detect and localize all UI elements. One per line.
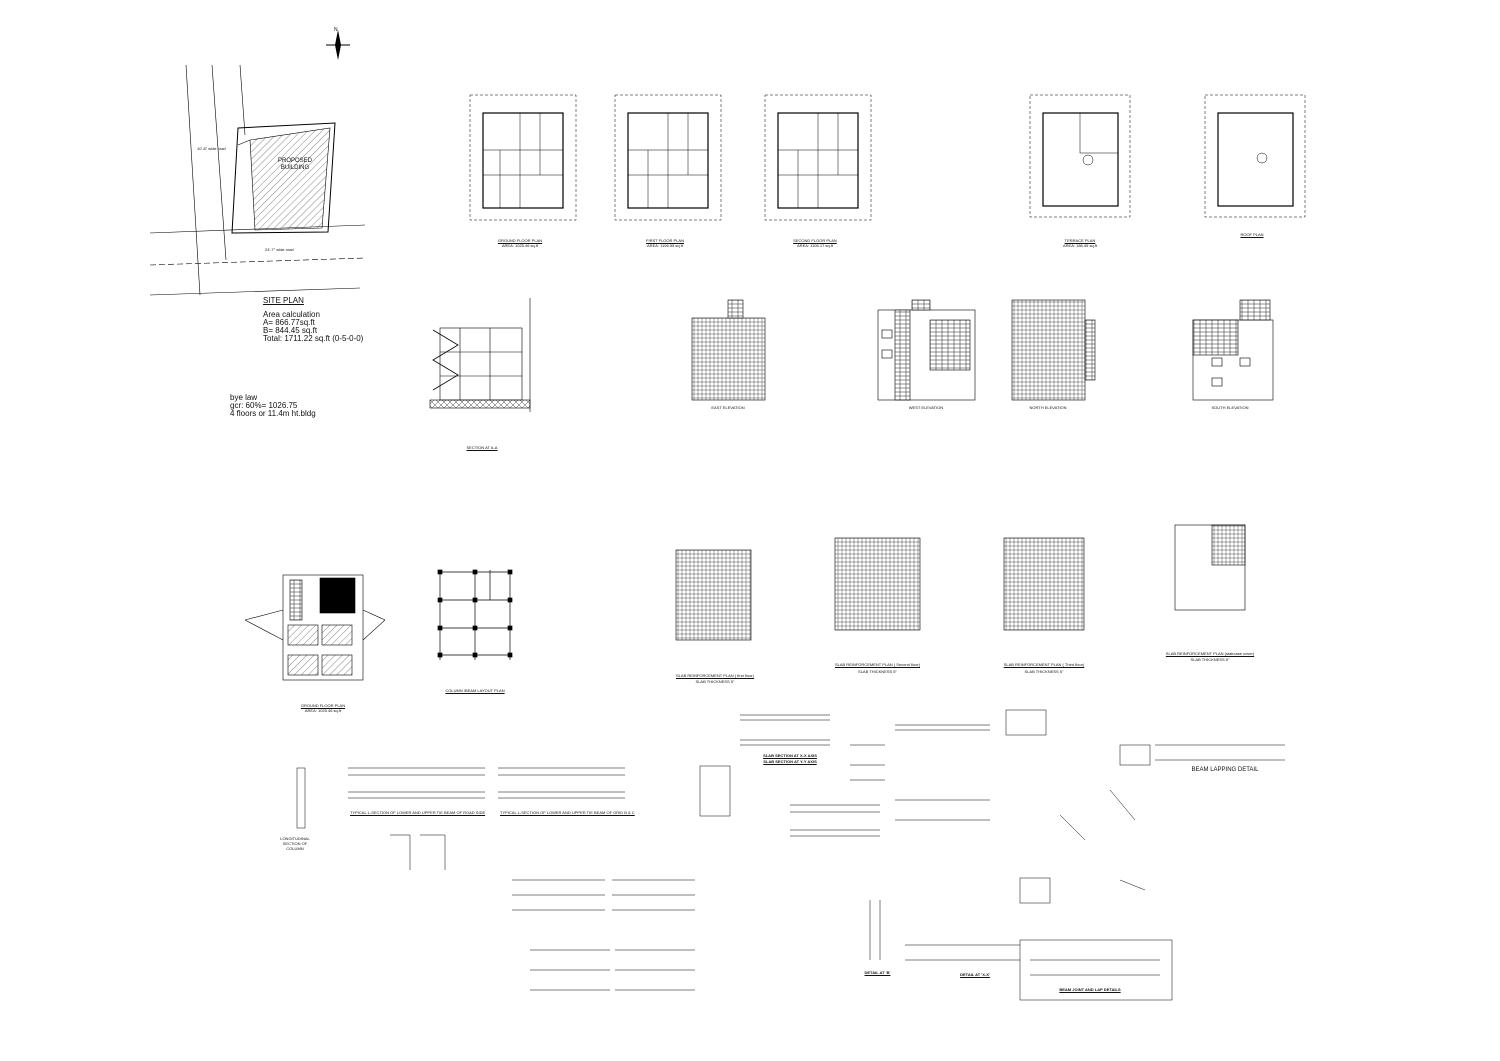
slab-section-x: SLAB SECTION AT X-X AXIS <box>763 753 817 758</box>
first-floor-plan <box>614 94 722 221</box>
foundation-area: AREA: 1025.46 sq.ft <box>304 708 342 713</box>
terrace-plan <box>1029 94 1131 218</box>
area-heading: Area calculation <box>263 310 320 319</box>
lower-beam-label: TYPICAL L-SECTION OF LOWER AND UPPER TIE… <box>350 810 486 815</box>
area-total: Total: 1711.22 sq.ft (0-5-0-0) <box>263 334 364 343</box>
ground-floor-plan <box>469 94 577 221</box>
west-elevation <box>877 299 976 401</box>
elevation-north: NORTH ELEVATION <box>1029 405 1067 410</box>
upper-beam-label: TYPICAL L-SECTION OF LOWER AND UPPER TIE… <box>500 810 635 815</box>
foundation-plan <box>244 574 386 681</box>
column-beam-layout <box>437 569 513 660</box>
south-elevation <box>1192 299 1274 401</box>
column-layout-title: COLUMN /BEAM LAYOUT PLAN <box>445 688 505 693</box>
plan-title-roof: ROOF PLAN <box>1240 232 1264 237</box>
beam-joint-label: BEAM JOINT AND LAP DETAILS <box>1059 987 1121 992</box>
elevation-east: EAST ELEVATION <box>711 405 745 410</box>
area-a: A= 866.77sq.ft <box>263 318 315 327</box>
bye-law: bye law <box>230 393 258 402</box>
slab-title-3: SLAB REINFORCEMENT PLAN ( Third floor) <box>1003 662 1085 667</box>
east-elevation <box>691 299 766 401</box>
roof-plan <box>1204 94 1306 218</box>
slab-thickness-3: SLAB THICKNESS 5" <box>1024 669 1064 674</box>
site-building-label: PROPOSED BUILDING <box>277 158 312 171</box>
north-arrow-icon <box>326 30 350 60</box>
plan-area-first: AREA: 1106.55 sq.ft <box>647 243 683 248</box>
gcr: gcr: 60%= 1026.75 <box>230 401 298 410</box>
section-title: SECTION AT A-A <box>466 445 498 450</box>
slab-title-4: SLAB REINFORCEMENT PLAN (staircase cover… <box>1165 651 1255 656</box>
plan-area-terrace: AREA: 186.45 sq.ft <box>1062 243 1098 248</box>
detail-b-label: DETAIL AT 'B' <box>864 970 891 975</box>
elevations <box>691 299 1274 401</box>
site-road-top: 10'-8" wide road <box>197 146 226 151</box>
plan-area-second: AREA: 1106.17 sq.ft <box>797 243 833 248</box>
slab-section-y: SLAB SECTION AT Y-Y AXIS <box>763 759 817 764</box>
slab-thickness-4: SLAB THICKNESS 5" <box>1190 657 1230 662</box>
elevation-west: WEST ELEVATION <box>908 405 944 410</box>
north-label: N <box>334 27 338 33</box>
floors-limit: 4 floors or 11.4m ht.bldg <box>230 409 316 418</box>
elevation-south: SOUTH ELEVATION <box>1211 405 1249 410</box>
foundation-title: GROUND FLOOR PLAN <box>300 703 346 708</box>
area-b: B= 844.45 sq.ft <box>263 326 318 335</box>
detail-x-label: DETAIL AT 'X-X' <box>960 972 990 977</box>
north-elevation <box>1011 299 1096 401</box>
beam-lapping-label: BEAM LAPPING DETAIL <box>1191 767 1259 773</box>
beam-details <box>296 709 1285 1001</box>
slab-plans <box>675 524 1246 641</box>
slab-title-1: SLAB REINFORCEMENT PLAN ( first floor) <box>676 673 754 678</box>
site-plan-title: SITE PLAN <box>263 296 304 305</box>
slab-thickness-1: SLAB THICKNESS 5" <box>695 679 735 684</box>
floor-plans <box>469 94 1306 221</box>
site-plan <box>149 64 366 296</box>
slab-thickness-2: SLAB THICKNESS 5" <box>858 669 897 674</box>
site-road-bottom: 24'-7" wide road <box>265 247 294 252</box>
plan-title-second: SECOND FLOOR PLAN <box>793 238 837 243</box>
plan-title-terrace: TERRACE PLAN <box>1064 238 1096 243</box>
plan-area-ground: AREA: 1025.46 sq.ft <box>501 243 539 248</box>
column-section-label: LONGITUDINAL SECTION OF COLUMN <box>280 836 310 851</box>
slab-title-2: SLAB REINFORCEMENT PLAN ( Second floor) <box>834 662 921 667</box>
section-aa <box>429 298 531 412</box>
second-floor-plan <box>764 94 872 221</box>
plan-title-first: FIRST FLOOR PLAN <box>646 238 684 243</box>
plan-title-ground: GROUND FLOOR PLAN <box>497 238 543 243</box>
